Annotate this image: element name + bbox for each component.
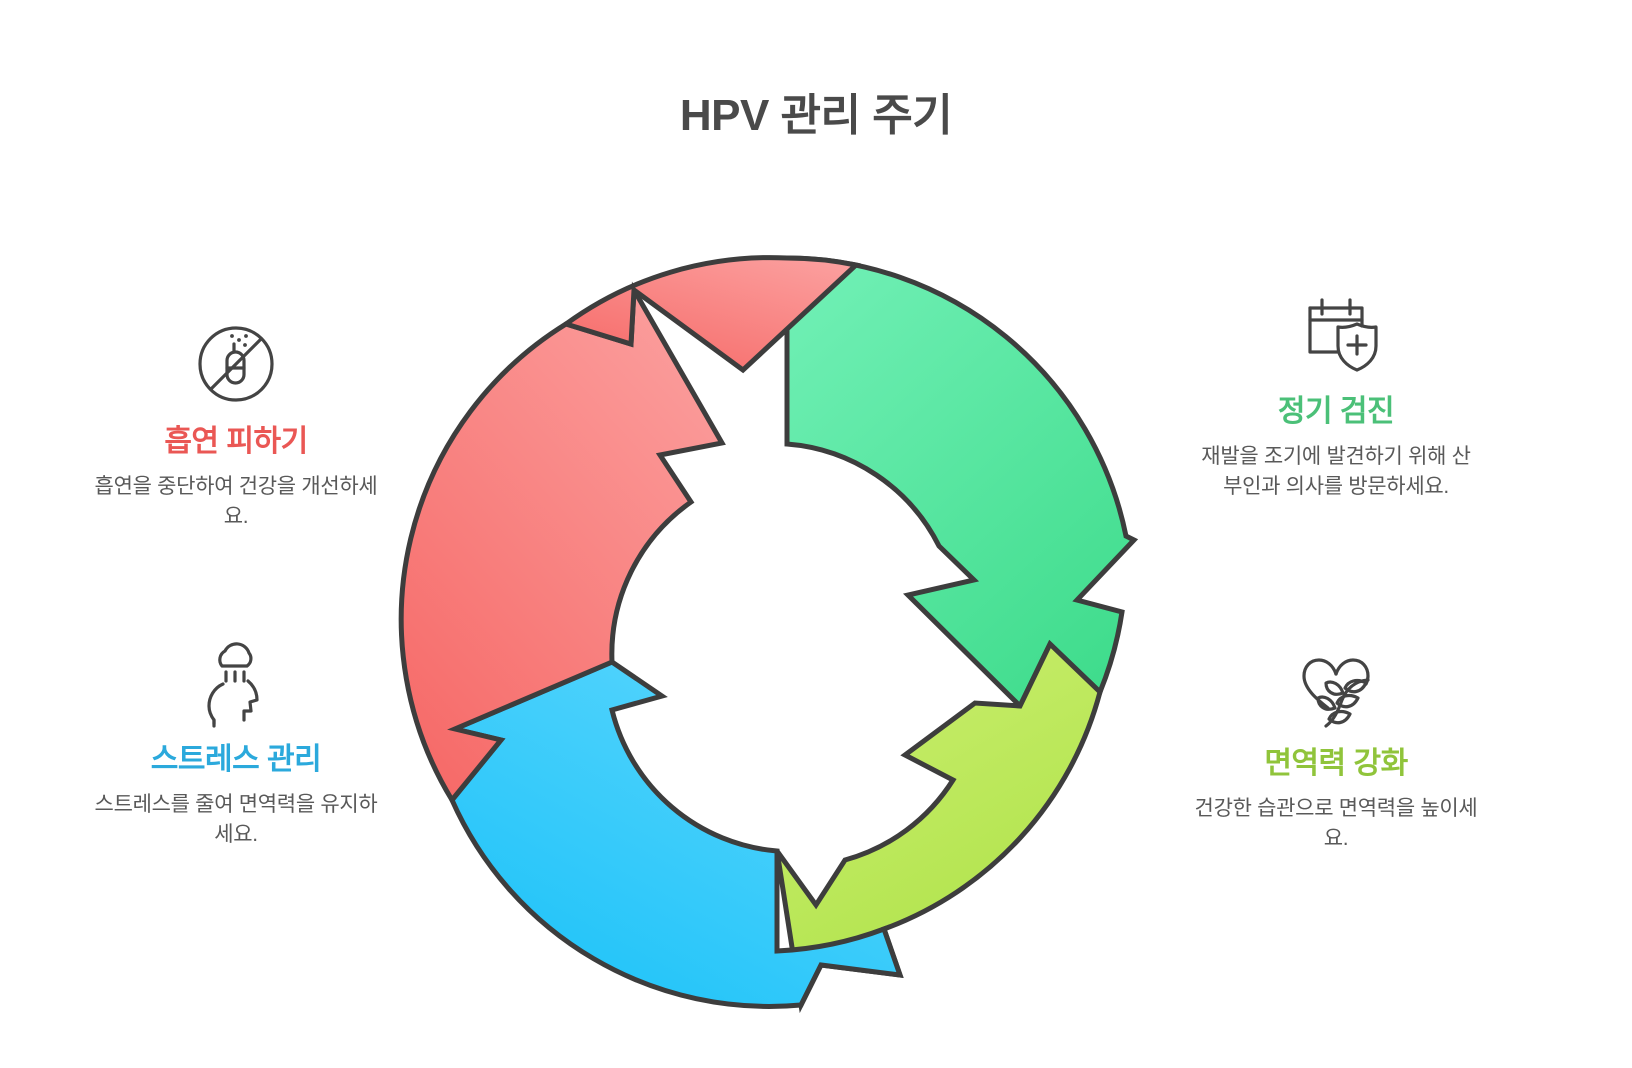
cycle-arrow-checkup (784, 255, 1139, 711)
item-title-immunity: 면역력 강화 (1264, 747, 1408, 780)
cycle-arrow-no-smoking (398, 281, 726, 805)
item-stress: 스트레스 관리 스트레스를 줄여 면역력을 유지하세요. (86, 636, 386, 851)
heart-leaf-branch-icon (1186, 640, 1486, 732)
item-title-stress: 스트레스 관리 (150, 743, 322, 776)
cycle-arrow-stress (447, 659, 904, 1009)
item-immunity: 면역력 강화 건강한 습관으로 면역력을 높이세요. (1186, 640, 1486, 855)
page-title: HPV 관리 주기 (679, 91, 953, 140)
calendar-shield-plus-icon (1186, 288, 1486, 380)
stressed-head-rain-cloud-icon (86, 636, 386, 728)
hpv-cycle-diagram (398, 240, 1152, 1014)
item-no-smoking: 흡연 피하기 흡연을 중단하여 건강을 개선하세요. (86, 318, 386, 533)
no-smoking-icon (86, 318, 386, 410)
item-desc-checkup: 재발을 조기에 발견하기 위해 산부인과 의사를 방문하세요. (1201, 445, 1471, 499)
item-desc-no-smoking: 흡연을 중단하여 건강을 개선하세요. (94, 475, 378, 529)
item-desc-immunity: 건강한 습관으로 면역력을 높이세요. (1194, 797, 1478, 851)
item-title-checkup: 정기 검진 (1277, 395, 1395, 428)
item-desc-stress: 스트레스를 줄여 면역력을 유지하세요. (94, 793, 378, 847)
item-checkup: 정기 검진 재발을 조기에 발견하기 위해 산부인과 의사를 방문하세요. (1186, 288, 1486, 503)
item-title-no-smoking: 흡연 피하기 (164, 425, 308, 458)
cycle-arrow-no-smoking-head (560, 255, 862, 374)
